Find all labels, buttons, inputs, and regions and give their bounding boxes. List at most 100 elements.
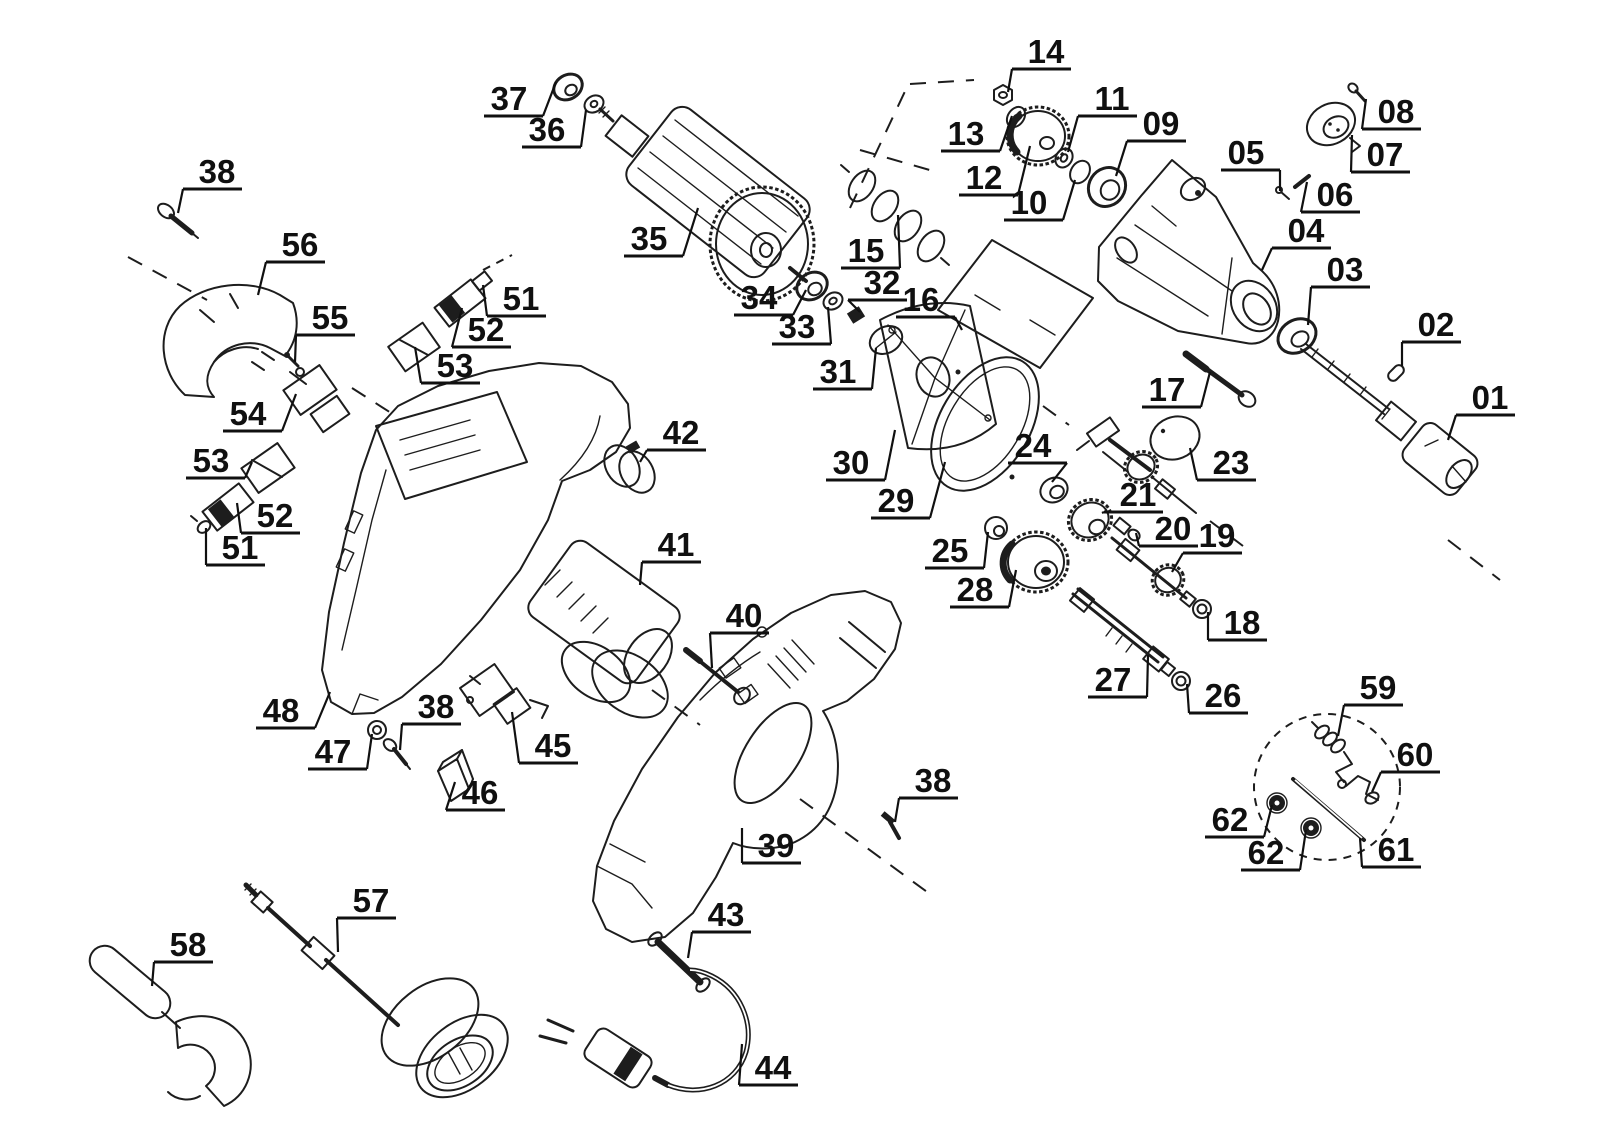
part-label-53: 53: [413, 346, 480, 385]
plate-16: [937, 239, 1094, 369]
part-label-37: 37: [484, 80, 558, 118]
block-46: [437, 749, 474, 802]
power-cord-44: [538, 967, 751, 1093]
svg-text:08: 08: [1378, 93, 1415, 130]
svg-text:51: 51: [222, 529, 259, 566]
svg-text:19: 19: [1199, 517, 1236, 554]
part-label-31: 31: [813, 347, 878, 391]
svg-text:21: 21: [1120, 476, 1157, 513]
disc-23: [1149, 415, 1201, 461]
part-label-05: 05: [1221, 134, 1282, 191]
output-spindle-01: [1300, 343, 1479, 496]
nut-18: [1192, 599, 1212, 619]
part-label-14: 14: [1006, 33, 1071, 93]
part-label-01: 01: [1446, 379, 1515, 441]
svg-text:53: 53: [193, 442, 230, 479]
part-label-56: 56: [256, 226, 325, 296]
washer-33: [822, 291, 844, 311]
svg-text:38: 38: [418, 688, 455, 725]
svg-text:62: 62: [1212, 801, 1249, 838]
part-label-61: 61: [1358, 831, 1421, 869]
svg-text:33: 33: [779, 308, 816, 345]
part-label-51: 51: [204, 528, 265, 567]
svg-text:02: 02: [1418, 306, 1455, 343]
svg-text:35: 35: [631, 220, 668, 257]
part-label-46: 46: [444, 774, 505, 812]
brush-holder-53-lower: [240, 442, 296, 494]
svg-text:18: 18: [1224, 604, 1261, 641]
part-label-62: 62: [1205, 801, 1274, 839]
part-label-38: 38: [176, 153, 242, 214]
bolt-40: [683, 647, 751, 706]
svg-text:51: 51: [503, 280, 540, 317]
switch-42: [603, 440, 656, 494]
svg-text:05: 05: [1228, 134, 1265, 171]
field-stator-41: [527, 539, 681, 719]
gear-housing-04: [1097, 159, 1281, 345]
bearing-03: [1276, 317, 1318, 355]
svg-text:34: 34: [741, 279, 778, 316]
part-label-25: 25: [925, 531, 990, 570]
part-label-20: 20: [1134, 510, 1198, 548]
nut-32: [846, 306, 866, 324]
motor-housing-48: [321, 362, 631, 715]
bearing-09: [1086, 166, 1128, 208]
part-label-62: 62: [1241, 829, 1308, 872]
part-label-02: 02: [1400, 306, 1461, 366]
part-label-47: 47: [308, 733, 374, 771]
part-label-09: 09: [1114, 105, 1186, 177]
svg-text:61: 61: [1378, 831, 1415, 868]
svg-text:11: 11: [1095, 80, 1130, 117]
nut-14: [993, 84, 1013, 106]
motor-cap-56: [162, 283, 298, 398]
svg-text:59: 59: [1360, 669, 1397, 706]
part-label-19: 19: [1171, 517, 1242, 573]
part-label-36: 36: [522, 109, 588, 149]
part-label-40: 40: [708, 597, 769, 669]
part-label-55: 55: [293, 299, 355, 363]
bolt-17: [1182, 350, 1257, 408]
screw-08: [1347, 82, 1367, 103]
part-label-41: 41: [638, 526, 701, 586]
brush-kit-group: [1253, 713, 1401, 861]
part-label-13: 13: [941, 115, 1014, 153]
svg-text:36: 36: [529, 111, 566, 148]
svg-text:54: 54: [230, 395, 267, 432]
svg-text:43: 43: [708, 896, 745, 933]
sleeve-02: [1387, 364, 1405, 382]
part-label-59: 59: [1336, 669, 1403, 737]
clip-60: [1337, 775, 1380, 805]
svg-text:55: 55: [312, 299, 349, 336]
svg-text:62: 62: [1248, 834, 1285, 871]
ring-24: [1039, 476, 1069, 504]
part-label-07: 07: [1349, 134, 1410, 174]
svg-text:28: 28: [957, 571, 994, 608]
svg-text:39: 39: [758, 827, 795, 864]
part-label-60: 60: [1370, 736, 1440, 793]
washer-36: [583, 94, 605, 114]
part-label-24: 24: [1008, 427, 1068, 483]
part-label-33: 33: [772, 306, 833, 346]
armature-35: [598, 105, 816, 303]
svg-text:26: 26: [1205, 677, 1242, 714]
svg-text:47: 47: [315, 733, 352, 770]
part-label-51: 51: [481, 280, 546, 318]
svg-text:38: 38: [199, 153, 236, 190]
wrench-58: [88, 944, 252, 1107]
selector-fork-21: [1076, 416, 1197, 514]
part-label-15: 15: [841, 214, 902, 270]
part-label-17: 17: [1142, 371, 1212, 409]
part-label-26: 26: [1185, 677, 1248, 715]
brush-cap-07: [1306, 101, 1361, 153]
svg-text:60: 60: [1397, 736, 1434, 773]
svg-text:24: 24: [1015, 427, 1052, 464]
nut-62-lower: [1300, 817, 1322, 839]
gear-28: [999, 530, 1070, 594]
nut-26: [1171, 671, 1191, 691]
part-label-18: 18: [1206, 604, 1267, 642]
mixing-paddle-57: [243, 882, 509, 1099]
svg-text:32: 32: [864, 264, 901, 301]
brush-cap-51-upper: [471, 270, 493, 292]
part-label-23: 23: [1188, 444, 1256, 482]
